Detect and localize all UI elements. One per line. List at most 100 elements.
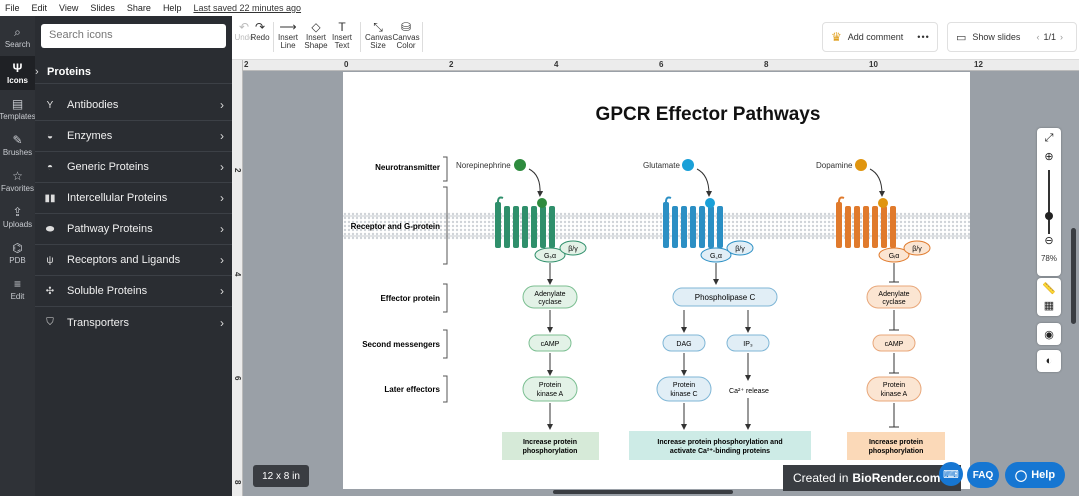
gbg-3-label: β/γ bbox=[912, 246, 922, 253]
show-slides-button[interactable]: Show slides bbox=[972, 32, 1021, 42]
insert-shape-label-1: Insert bbox=[305, 33, 326, 42]
preview-eye-button[interactable]: ◉ bbox=[1037, 323, 1061, 345]
camp-1-label: cAMP bbox=[541, 341, 560, 348]
canvas-size-badge[interactable]: 12 x 8 in bbox=[253, 465, 309, 487]
result-3-line2: phosphorylation bbox=[869, 448, 924, 455]
zoom-out-icon[interactable]: ⊖ bbox=[1044, 235, 1054, 247]
fit-screen-icon[interactable]: ⤢ bbox=[1044, 132, 1054, 144]
proteins-breadcrumb[interactable]: › Proteins bbox=[35, 60, 232, 84]
category-antibodies[interactable]: Y Antibodies › bbox=[35, 90, 232, 121]
ruler-tick: 2 bbox=[244, 60, 249, 69]
category-pathway-proteins[interactable]: ⬬ Pathway Proteins › bbox=[35, 214, 232, 245]
slide-counter: 1/1 bbox=[1043, 32, 1056, 42]
receptor-green bbox=[495, 196, 555, 248]
menu-file[interactable]: File bbox=[5, 3, 20, 13]
insert-line-button[interactable]: ⟶ Insert Line bbox=[276, 20, 300, 50]
dag bbox=[662, 334, 706, 352]
insert-shape-button[interactable]: ◇ Insert Shape bbox=[303, 20, 329, 50]
rail-item-favorites[interactable]: ☆ Favorites bbox=[0, 164, 35, 198]
result-box-1 bbox=[502, 432, 599, 460]
help-button[interactable]: ◯ Help bbox=[1005, 462, 1065, 488]
faq-button[interactable]: FAQ bbox=[967, 462, 999, 488]
redo-label: Redo bbox=[250, 33, 270, 42]
canvas-size-label-1: Canvas bbox=[365, 33, 393, 42]
pka-1-line2: kinase A bbox=[537, 391, 564, 398]
shape-icon: ◇ bbox=[311, 20, 321, 34]
adenylate-cyclase-1-line1: Adenylate bbox=[534, 291, 565, 298]
rail-item-brushes[interactable]: ✎ Brushes bbox=[0, 128, 35, 162]
category-label: Soluble Proteins bbox=[67, 285, 148, 297]
rail-label: Brushes bbox=[2, 147, 33, 157]
canvas-color-label-2: Color bbox=[396, 41, 416, 50]
chat-icon: ◯ bbox=[1014, 469, 1028, 482]
bracket bbox=[443, 329, 448, 359]
prev-slide-button[interactable]: ‹ bbox=[1036, 32, 1040, 42]
add-comment-button[interactable]: Add comment bbox=[847, 32, 904, 42]
chevron-right-icon: › bbox=[220, 160, 224, 174]
rail-item-icons[interactable]: Ψ Icons bbox=[0, 56, 35, 90]
menu-help[interactable]: Help bbox=[162, 3, 182, 13]
category-label: Generic Proteins bbox=[67, 161, 149, 173]
redo-button[interactable]: ↷ Redo bbox=[249, 20, 271, 42]
canvas-page[interactable]: GPCR Effector Pathways Neurotransmitter … bbox=[343, 72, 970, 489]
paint-bucket-icon: ⛁ bbox=[400, 20, 412, 34]
search-icons-input[interactable]: Search icons bbox=[41, 24, 226, 48]
undo-button[interactable]: ↶ Undo bbox=[234, 20, 254, 42]
adenylate-cyclase-3-line1: Adenylate bbox=[878, 291, 909, 298]
next-slide-button[interactable]: › bbox=[1059, 32, 1063, 42]
toolbar-divider bbox=[273, 22, 274, 52]
pathway-protein-icon: ⬬ bbox=[45, 223, 55, 235]
adenylate-cyclase-1-line2: cyclase bbox=[538, 299, 561, 306]
last-saved-link[interactable]: Last saved 22 minutes ago bbox=[193, 3, 302, 13]
row-label-later-effectors: Later effectors bbox=[384, 385, 440, 394]
zoom-slider-track[interactable] bbox=[1048, 170, 1050, 234]
horizontal-scrollbar[interactable] bbox=[553, 490, 733, 494]
more-options-button[interactable]: ••• bbox=[917, 32, 930, 42]
insert-text-button[interactable]: T Insert Text bbox=[330, 20, 354, 50]
zoom-slider-handle[interactable] bbox=[1045, 212, 1053, 220]
category-receptors-and-ligands[interactable]: ψ Receptors and Ligands › bbox=[35, 245, 232, 276]
menu-view[interactable]: View bbox=[59, 3, 79, 13]
category-generic-proteins[interactable]: ◓ Generic Proteins › bbox=[35, 152, 232, 183]
insert-line-label-2: Line bbox=[280, 41, 296, 50]
camp-1 bbox=[528, 334, 572, 352]
category-transporters[interactable]: ⛉ Transporters › bbox=[35, 307, 232, 338]
created-brand: BioRender.com bbox=[852, 471, 941, 485]
receptor-blue bbox=[663, 196, 723, 248]
contrast-button[interactable]: ◐ bbox=[1037, 350, 1061, 372]
rail-item-edit[interactable]: ≡ Edit bbox=[0, 272, 35, 306]
canvas-color-button[interactable]: ⛁ Canvas Color bbox=[392, 20, 420, 50]
menu-edit[interactable]: Edit bbox=[31, 3, 48, 13]
rail-item-templates[interactable]: ▤ Templates bbox=[0, 92, 36, 126]
pkc-line2: kinase C bbox=[670, 391, 697, 398]
ruler-icon[interactable]: 📏 bbox=[1042, 283, 1056, 295]
phospholipase-c bbox=[672, 287, 778, 307]
category-intercellular-proteins[interactable]: ▮▮ Intercellular Proteins › bbox=[35, 183, 232, 214]
keyboard-shortcuts-button[interactable]: ⌨ bbox=[939, 462, 963, 486]
zoom-in-icon[interactable]: ⊕ bbox=[1044, 151, 1054, 163]
result-box-2 bbox=[629, 431, 811, 460]
menu-share[interactable]: Share bbox=[126, 3, 151, 13]
enzyme-icon: ◒ bbox=[46, 130, 54, 142]
category-soluble-proteins[interactable]: ✣ Soluble Proteins › bbox=[35, 276, 232, 307]
rail-label: PDB bbox=[9, 255, 26, 265]
ligand-label-dopamine: Dopamine bbox=[816, 161, 853, 170]
left-rail: ⌕ Search Ψ Icons ▤ Templates ✎ Brushes ☆… bbox=[0, 16, 36, 496]
rail-item-pdb[interactable]: ⌬ PDB bbox=[0, 236, 35, 270]
rail-item-uploads[interactable]: ⇪ Uploads bbox=[0, 200, 35, 234]
result-3-line1: Increase protein bbox=[869, 439, 923, 446]
rail-item-search[interactable]: ⌕ Search bbox=[0, 20, 35, 54]
category-enzymes[interactable]: ◒ Enzymes › bbox=[35, 121, 232, 152]
ruler-tick: 10 bbox=[869, 60, 878, 69]
vertical-scrollbar[interactable] bbox=[1071, 228, 1076, 324]
ruler-tick: 8 bbox=[233, 480, 242, 485]
grid-icon[interactable]: ▦ bbox=[1043, 300, 1055, 312]
insert-text-label-1: Insert bbox=[331, 33, 352, 42]
transporter-icon: ⛉ bbox=[46, 317, 54, 328]
insert-text-label-2: Text bbox=[334, 41, 350, 50]
result-2-line1: Increase protein phosphorylation and bbox=[657, 439, 782, 446]
canvas-size-button[interactable]: ⤡ Canvas Size bbox=[365, 20, 393, 50]
menu-slides[interactable]: Slides bbox=[90, 3, 115, 13]
ruler-tick: 2 bbox=[449, 60, 454, 69]
soluble-protein-icon: ✣ bbox=[45, 285, 55, 297]
